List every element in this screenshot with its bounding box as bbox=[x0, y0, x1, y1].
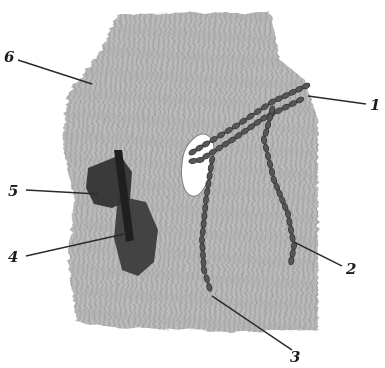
leader-line-6 bbox=[18, 60, 92, 84]
label-5: 5 bbox=[8, 182, 18, 200]
label-1: 1 bbox=[370, 96, 380, 114]
vessel-bead bbox=[203, 196, 209, 205]
leader-line-1 bbox=[308, 96, 366, 104]
vessel-bead bbox=[200, 228, 206, 237]
label-4: 4 bbox=[8, 248, 18, 266]
vessel-bead bbox=[202, 204, 208, 213]
label-2: 2 bbox=[345, 260, 356, 278]
label-6: 6 bbox=[4, 48, 15, 66]
vessel-bead bbox=[201, 258, 207, 267]
vessel-bead bbox=[201, 220, 207, 229]
label-3: 3 bbox=[290, 348, 300, 366]
vessel-bead bbox=[201, 212, 207, 221]
